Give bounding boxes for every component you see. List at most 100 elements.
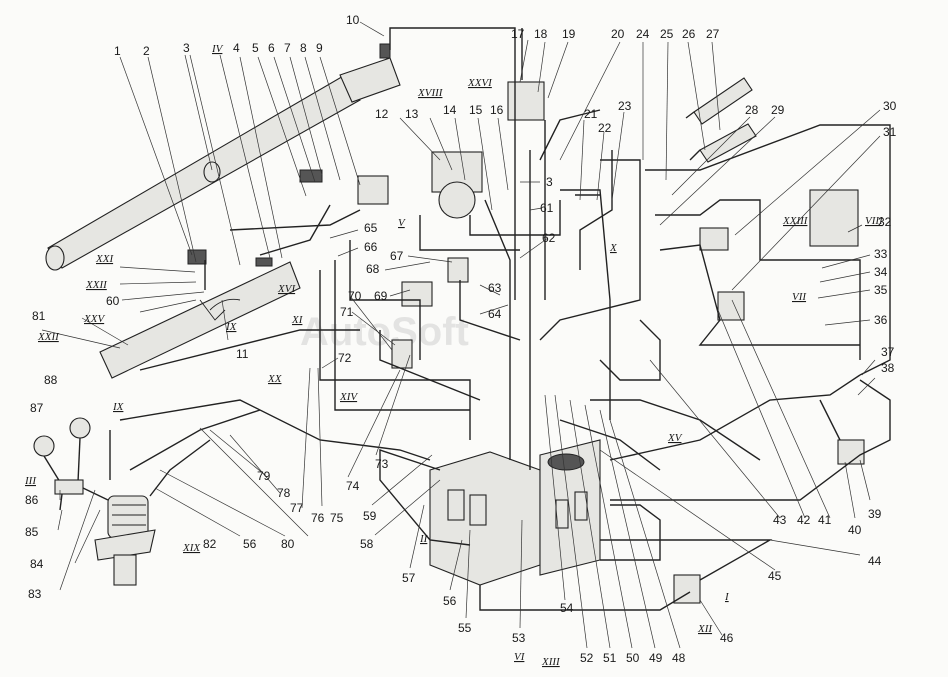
part-label: 87 — [30, 401, 44, 415]
part-label: 30 — [883, 99, 897, 113]
part-label: 17 — [511, 27, 525, 41]
section-label: VIII — [865, 215, 884, 227]
part-label: 31 — [883, 125, 897, 139]
part-label: 55 — [458, 621, 472, 635]
part-label: 11 — [236, 347, 249, 361]
small-cylinders — [685, 77, 757, 163]
valves — [187, 81, 865, 604]
part-label: 44 — [868, 554, 882, 568]
part-label: 85 — [25, 525, 39, 539]
part-label: 81 — [32, 309, 46, 323]
part-label: 2 — [143, 44, 150, 58]
part-label: 56 — [443, 594, 457, 608]
part-label: 57 — [402, 571, 416, 585]
part-label: 84 — [30, 557, 44, 571]
compressor — [94, 495, 156, 586]
part-label: 56 — [243, 537, 257, 551]
part-label: 64 — [488, 307, 502, 321]
section-label: XIV — [339, 391, 358, 403]
part-label: 72 — [338, 351, 352, 365]
part-label: 8 — [300, 41, 307, 55]
part-label: 63 — [488, 281, 502, 295]
part-label: 46 — [720, 631, 734, 645]
part-label: 71 — [340, 305, 354, 319]
part-label: 29 — [771, 103, 785, 117]
part-label: 37 — [881, 345, 895, 359]
part-label: 67 — [390, 249, 404, 263]
section-label: VI — [514, 651, 526, 663]
part-label: 88 — [44, 373, 58, 387]
part-label: 7 — [284, 41, 291, 55]
part-label: 77 — [290, 501, 304, 515]
section-label: XVI — [277, 283, 296, 295]
part-label: 19 — [562, 27, 576, 41]
part-label: 36 — [874, 313, 888, 327]
part-label: 58 — [360, 537, 374, 551]
lower-tube — [99, 261, 301, 379]
boom-cylinder — [45, 43, 401, 271]
part-label: 22 — [598, 121, 612, 135]
part-label: 18 — [534, 27, 548, 41]
section-label: XIX — [182, 542, 201, 554]
part-label: 51 — [603, 651, 617, 665]
section-label: XIII — [541, 656, 561, 668]
section-label: XVIII — [417, 87, 444, 99]
section-label: I — [724, 591, 730, 603]
section-label: XXII — [85, 279, 108, 291]
part-label: 66 — [364, 240, 378, 254]
part-label: 52 — [580, 651, 594, 665]
part-label: 34 — [874, 265, 888, 279]
part-label: 86 — [25, 493, 39, 507]
section-label: IX — [225, 321, 238, 333]
section-label: XX — [267, 373, 283, 385]
part-label: 68 — [366, 262, 380, 276]
part-label: 26 — [682, 27, 696, 41]
part-label: 62 — [542, 231, 556, 245]
part-label: 16 — [490, 103, 504, 117]
part-label: 82 — [203, 537, 217, 551]
part-label: 61 — [540, 201, 554, 215]
main-valve-block — [429, 439, 601, 586]
part-label: 80 — [281, 537, 295, 551]
part-label: 21 — [584, 107, 598, 121]
part-label: 79 — [257, 469, 271, 483]
section-label: XII — [697, 623, 713, 635]
part-label: 4 — [233, 41, 240, 55]
part-label: 25 — [660, 27, 674, 41]
part-label: 1 — [114, 44, 121, 58]
section-label: VII — [792, 291, 807, 303]
section-label: III — [24, 475, 37, 487]
part-label: 24 — [636, 27, 650, 41]
part-label: 53 — [512, 631, 526, 645]
section-label: II — [419, 533, 429, 545]
part-label: 45 — [768, 569, 782, 583]
part-label: 50 — [626, 651, 640, 665]
part-label: 12 — [375, 107, 389, 121]
part-label: 54 — [560, 601, 574, 615]
part-label: 10 — [346, 13, 360, 27]
section-label: XV — [667, 432, 683, 444]
part-label: 41 — [818, 513, 832, 527]
part-label: 13 — [405, 107, 419, 121]
section-labels: I II III IV V VI VII VIII IX IX X XI XII… — [24, 43, 884, 668]
part-label: 60 — [106, 294, 120, 308]
part-label: 27 — [706, 27, 720, 41]
part-label: 70 — [348, 289, 362, 303]
part-label: 75 — [330, 511, 344, 525]
part-label: 65 — [364, 221, 378, 235]
part-label: 28 — [745, 103, 759, 117]
part-label: 5 — [252, 41, 259, 55]
section-label: XXVI — [467, 77, 493, 89]
part-label: 6 — [268, 41, 275, 55]
part-label: 74 — [346, 479, 360, 493]
part-label: 33 — [874, 247, 888, 261]
part-label: 59 — [363, 509, 377, 523]
section-label: XXII — [37, 331, 60, 343]
part-label: 48 — [672, 651, 686, 665]
section-label: IX — [112, 401, 125, 413]
part-label: 3 — [546, 175, 553, 189]
part-label: 15 — [469, 103, 483, 117]
part-label: 23 — [618, 99, 632, 113]
section-label: XXI — [95, 253, 114, 265]
